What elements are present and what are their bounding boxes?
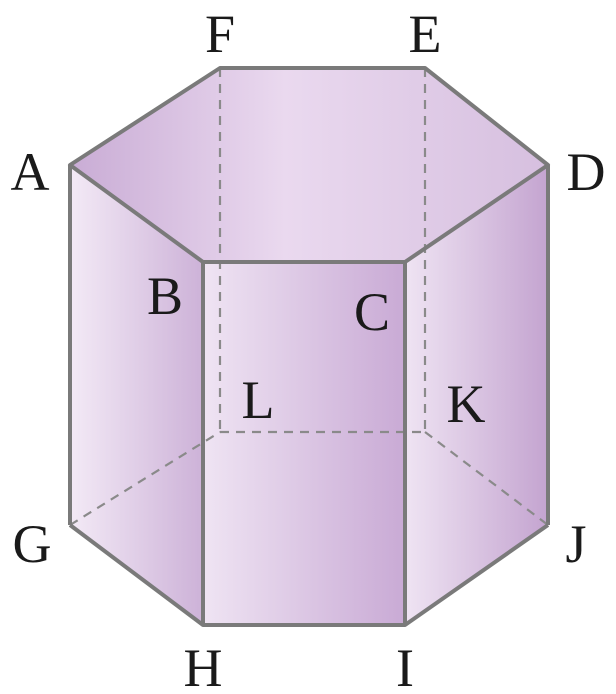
top-face	[70, 68, 548, 262]
bottom-visible-outline	[68, 523, 550, 627]
front-face	[203, 262, 405, 625]
label-G: G	[13, 514, 52, 574]
label-A: A	[11, 142, 50, 202]
label-K: K	[447, 374, 486, 434]
label-D: D	[567, 142, 606, 202]
edge-KJ	[424, 431, 549, 526]
label-F: F	[205, 4, 235, 64]
label-E: E	[409, 4, 442, 64]
edge-GL	[69, 431, 221, 526]
vertex-labels: F E A D B C L K G J H I	[11, 4, 606, 694]
label-L: L	[242, 370, 275, 430]
label-B: B	[147, 266, 183, 326]
visible-edges	[68, 66, 550, 627]
label-C: C	[354, 282, 390, 342]
label-J: J	[565, 514, 586, 574]
label-H: H	[184, 638, 223, 694]
right-face	[405, 165, 548, 625]
left-face	[70, 165, 203, 625]
label-I: I	[396, 638, 414, 694]
